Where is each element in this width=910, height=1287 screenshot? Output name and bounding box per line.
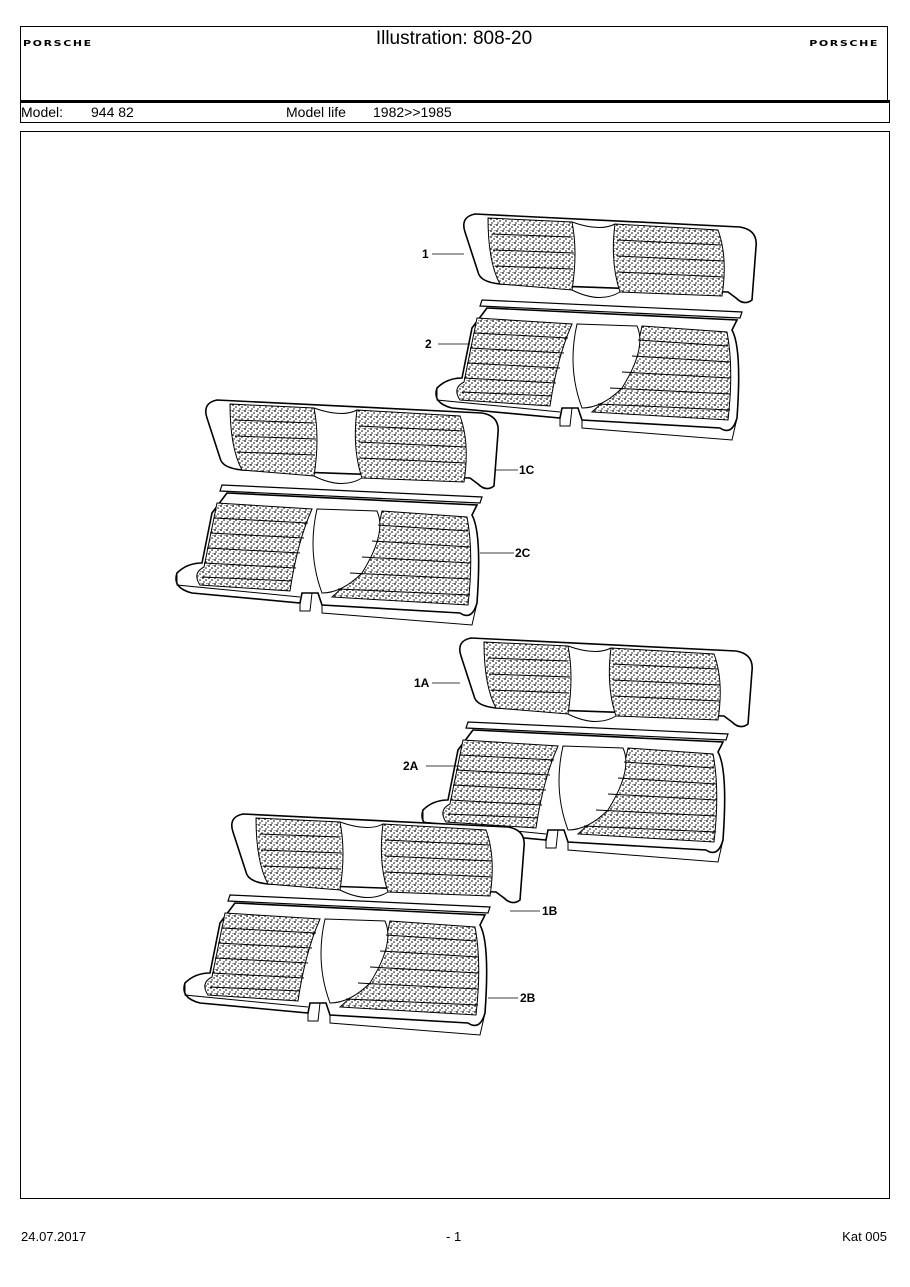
callout-1: 1 [422, 247, 429, 261]
backrest-1B [230, 813, 526, 904]
leader-lines [426, 253, 540, 999]
backrest-1A [458, 637, 754, 728]
footer-catalog: Kat 005 [842, 1229, 887, 1244]
callout-1A: 1A [414, 676, 430, 690]
cushion-2B [183, 894, 491, 1036]
cushion-2C [175, 484, 483, 626]
footer-date: 24.07.2017 [21, 1229, 87, 1244]
backrest-1 [462, 213, 758, 304]
model-life-value: 1982>>1985 [373, 104, 452, 120]
callout-2C: 2C [515, 546, 531, 560]
footer-page-number: - 1 [446, 1229, 462, 1244]
callout-labels: 1 2 1C 2C 1A 2A 1B 2B [403, 247, 558, 1005]
callout-2A: 2A [403, 759, 419, 773]
illustration-frame [20, 131, 890, 1199]
header-box: PORSCHE Illustration: 808-20 PORSCHE [20, 26, 888, 100]
illustration-title: Illustration: 808-20 [375, 28, 533, 49]
porsche-logo-right: PORSCHE [809, 38, 879, 49]
model-life-label: Model life [286, 104, 346, 120]
callout-1B: 1B [542, 904, 558, 918]
callout-2B: 2B [520, 991, 536, 1005]
model-bar: Model: 944 82 Model life 1982>>1985 [20, 100, 890, 123]
porsche-logo-left: PORSCHE [23, 38, 93, 49]
callout-1C: 1C [519, 463, 535, 477]
backrest-1C [204, 399, 500, 490]
callout-2: 2 [425, 337, 432, 351]
model-value: 944 82 [91, 104, 134, 120]
model-label: Model: [21, 104, 64, 120]
